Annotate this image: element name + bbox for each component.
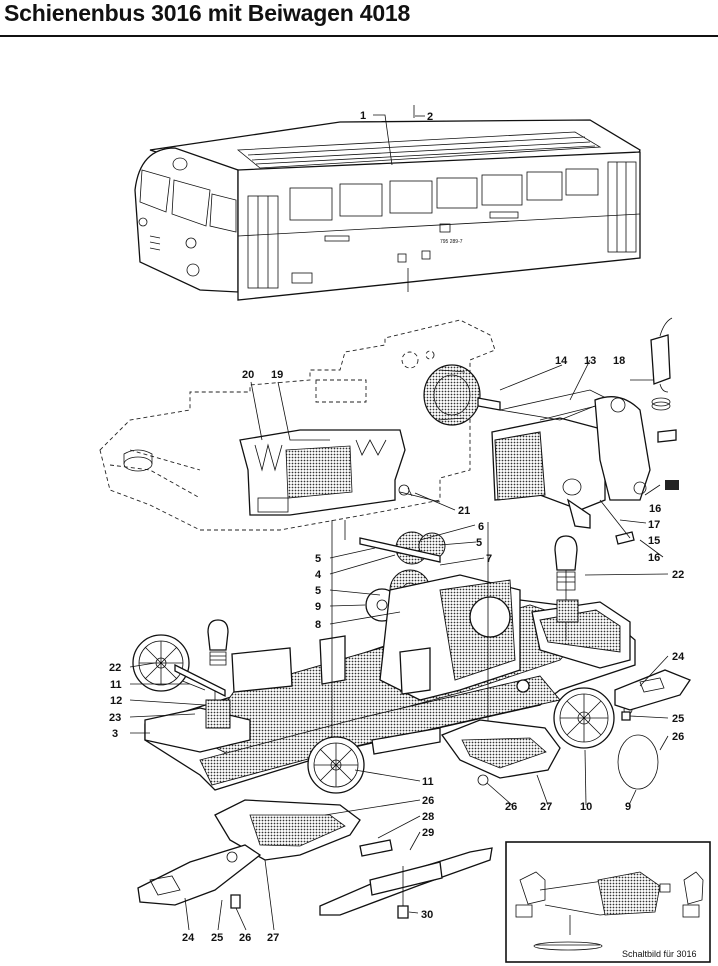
part-label: 25 <box>672 713 684 725</box>
suppressor-capacitor <box>650 317 673 411</box>
railbus-body-shell: 795 289-7 <box>134 119 641 301</box>
part-label: 18 <box>613 355 625 367</box>
part-label: 23 <box>109 712 121 724</box>
leader-lines <box>129 105 669 931</box>
part-label: 26 <box>505 801 517 813</box>
part-label: 5 <box>315 585 321 597</box>
field-magnet-assembly <box>491 389 679 545</box>
part-label: 13 <box>584 355 596 367</box>
part-label: 8 <box>315 619 321 631</box>
sliding-contact-shoe <box>319 839 493 919</box>
part-label: 26 <box>239 932 251 944</box>
part-label: 27 <box>267 932 279 944</box>
part-label: 28 <box>422 811 434 823</box>
coupler-plates <box>137 669 691 909</box>
part-label: 2 <box>427 111 433 123</box>
part-label: 20 <box>242 369 254 381</box>
part-label: 26 <box>422 795 434 807</box>
part-label: 17 <box>648 519 660 531</box>
wheelsets <box>132 634 659 794</box>
inset-caption: Schaltbild für 3016 <box>622 949 697 959</box>
part-label: 5 <box>315 553 321 565</box>
brush-holder-assembly <box>239 429 441 516</box>
part-labels: 1 2 3 4 5 5 5 6 7 8 9 9 10 11 11 12 13 1… <box>109 110 685 944</box>
part-label: 11 <box>422 776 434 788</box>
body-number: 795 289-7 <box>440 239 463 245</box>
page-title: Schienenbus 3016 mit Beiwagen 4018 <box>4 0 411 26</box>
part-label: 10 <box>580 801 592 813</box>
part-label: 1 <box>360 110 366 122</box>
part-label: 15 <box>648 535 660 547</box>
part-label: 26 <box>672 731 684 743</box>
part-label: 21 <box>458 505 470 517</box>
part-label: 3 <box>112 728 118 740</box>
part-label: 27 <box>540 801 552 813</box>
part-label: 22 <box>109 662 121 674</box>
part-label: 19 <box>271 369 283 381</box>
part-label: 29 <box>422 827 434 839</box>
part-label: 4 <box>315 569 322 581</box>
part-label: 30 <box>421 909 433 921</box>
part-label: 9 <box>625 801 631 813</box>
part-label: 24 <box>672 651 685 663</box>
part-label: 22 <box>672 569 684 581</box>
part-label: 9 <box>315 601 321 613</box>
wiring-diagram-inset: Schaltbild für 3016 <box>505 841 711 963</box>
title-rule <box>0 35 718 37</box>
part-label: 7 <box>486 553 492 565</box>
part-label: 16 <box>649 503 661 515</box>
part-label: 11 <box>110 679 122 691</box>
part-label: 25 <box>211 932 223 944</box>
part-label: 12 <box>110 695 122 707</box>
chassis-frame <box>144 520 636 791</box>
bogie-frames <box>214 705 633 861</box>
armature <box>423 364 501 426</box>
part-label: 16 <box>648 552 660 564</box>
part-label: 5 <box>476 537 482 549</box>
headlight-bulbs <box>205 535 579 729</box>
part-label: 24 <box>182 932 195 944</box>
part-label: 6 <box>478 521 484 533</box>
part-label: 14 <box>555 355 568 367</box>
motor-housing-outline <box>99 319 496 531</box>
